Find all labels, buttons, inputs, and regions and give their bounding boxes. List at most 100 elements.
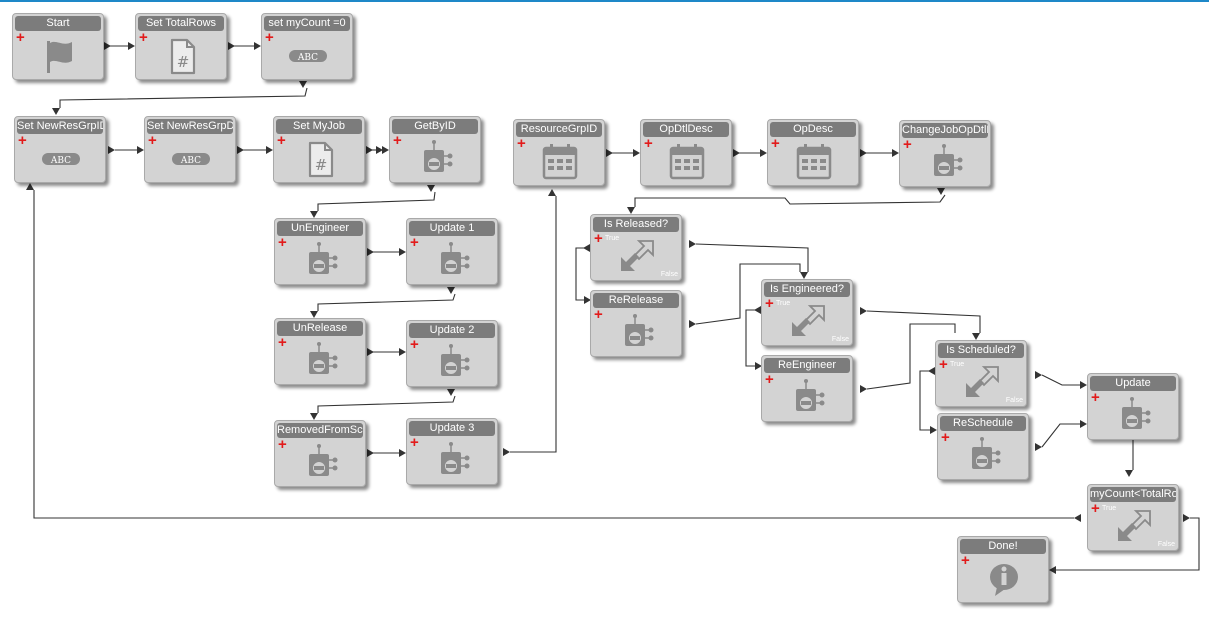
add-icon[interactable]: + [594,306,603,323]
node-title: OpDesc [770,122,856,137]
add-icon[interactable]: + [278,334,287,351]
node-set-newresgrpid[interactable]: Set NewResGrpID + [14,116,106,183]
connector-arrow [367,348,374,356]
add-icon[interactable]: + [278,436,287,453]
connector-arrow [1125,470,1133,477]
add-icon[interactable]: + [941,429,950,446]
add-icon[interactable]: + [765,295,774,312]
node-set-mycount[interactable]: set myCount =0 + [261,13,353,80]
add-icon[interactable]: + [148,132,157,149]
connector-arrow [689,320,696,328]
condition-arrow-icon [786,302,830,342]
method-call-icon [299,341,343,381]
node-changejobopdtlrg[interactable]: ChangeJobOpDtlRe + [899,120,991,187]
info-icon [982,559,1026,599]
add-icon[interactable]: + [517,135,526,152]
condition-arrow-icon [1112,507,1156,547]
add-icon[interactable]: + [278,234,287,251]
node-title: UnEngineer [277,221,363,236]
node-update[interactable]: Update + [1087,373,1179,440]
add-icon[interactable]: + [410,336,419,353]
add-icon[interactable]: + [277,132,286,149]
node-unengineer[interactable]: UnEngineer + [274,218,366,285]
method-call-icon [299,443,343,483]
connector-line [695,243,809,272]
connector-arrow [1080,420,1087,428]
node-title: Update [1090,376,1176,391]
connector-arrow [606,149,613,157]
add-icon[interactable]: + [1091,389,1100,406]
connector-arrow [266,146,273,154]
connector-line [317,395,456,413]
add-icon[interactable]: + [1091,500,1100,517]
add-icon[interactable]: + [961,552,970,569]
node-is-scheduled[interactable]: Is Scheduled? + True False [935,340,1027,407]
node-resourcegrpid[interactable]: ResourceGrpID + [513,119,605,186]
connector-line [919,370,930,431]
add-icon[interactable]: + [771,135,780,152]
node-rerelease[interactable]: ReRelease + [590,290,682,357]
true-branch-label: True [776,300,791,307]
connector-arrow [108,146,115,154]
abc-string-icon [39,139,83,179]
node-mycount-lt-totalrows[interactable]: myCount<TotalRov + True False [1087,484,1179,551]
node-set-total-rows[interactable]: Set TotalRows + [135,13,227,80]
node-opdtldesc[interactable]: OpDtlDesc + [640,119,732,186]
node-unrelease[interactable]: UnRelease + [274,318,366,385]
add-icon[interactable]: + [393,132,402,149]
node-set-myjob[interactable]: Set MyJob + [273,116,365,183]
node-done[interactable]: Done! + [957,536,1049,603]
node-reengineer[interactable]: ReEngineer + [761,355,853,422]
connector-arrow [583,244,590,252]
node-update-2[interactable]: Update 2 + [406,320,498,387]
node-update-3[interactable]: Update 3 + [406,418,498,485]
connector-line [1041,423,1080,448]
node-set-newresgrpdesc[interactable]: Set NewResGrpDes + [144,116,236,183]
node-title: Start [15,16,101,31]
calendar-icon [792,142,836,182]
node-opdesc[interactable]: OpDesc + [767,119,859,186]
add-icon[interactable]: + [139,29,148,46]
node-is-released[interactable]: Is Released? + True False [590,214,682,281]
condition-arrow-icon [960,363,1004,403]
node-title: Set NewResGrpID [17,119,103,134]
connector-arrow [376,146,383,154]
add-icon[interactable]: + [16,29,25,46]
condition-arrow-icon [615,237,659,277]
connector-arrow [1074,514,1081,522]
node-title: RemovedFromSche [277,423,363,438]
add-icon[interactable]: + [903,136,912,153]
connector-arrow [860,307,867,315]
true-branch-label: True [1102,505,1117,512]
add-icon[interactable]: + [765,371,774,388]
connector-arrow [137,146,144,154]
connector-arrow [367,449,374,457]
connector-arrow [760,149,767,157]
add-icon[interactable]: + [939,356,948,373]
node-title: ResourceGrpID [516,122,602,137]
method-call-icon [786,378,830,418]
node-is-engineered[interactable]: Is Engineered? + True False [761,279,853,346]
node-reschedule[interactable]: ReSchedule + [937,413,1029,480]
node-start[interactable]: Start + [12,13,104,80]
false-branch-label: False [1005,397,1023,404]
connector-arrow [627,207,635,214]
add-icon[interactable]: + [265,29,274,46]
node-update-1[interactable]: Update 1 + [406,218,498,285]
add-icon[interactable]: + [410,234,419,251]
add-icon[interactable]: + [594,230,603,247]
node-getbyid[interactable]: GetByID + [389,116,481,183]
add-icon[interactable]: + [644,135,653,152]
top-accent-bar [0,0,1209,2]
calendar-icon [538,142,582,182]
connector-line [510,196,557,453]
connector-arrow [299,81,307,88]
node-title: ChangeJobOpDtlRe [902,123,988,138]
node-removedfromschedule[interactable]: RemovedFromSche + [274,420,366,487]
connector-line [1041,374,1080,386]
add-icon[interactable]: + [18,132,27,149]
connector-arrow [399,248,406,256]
connector-arrow [548,189,556,196]
connector-line [59,87,308,108]
add-icon[interactable]: + [410,434,419,451]
